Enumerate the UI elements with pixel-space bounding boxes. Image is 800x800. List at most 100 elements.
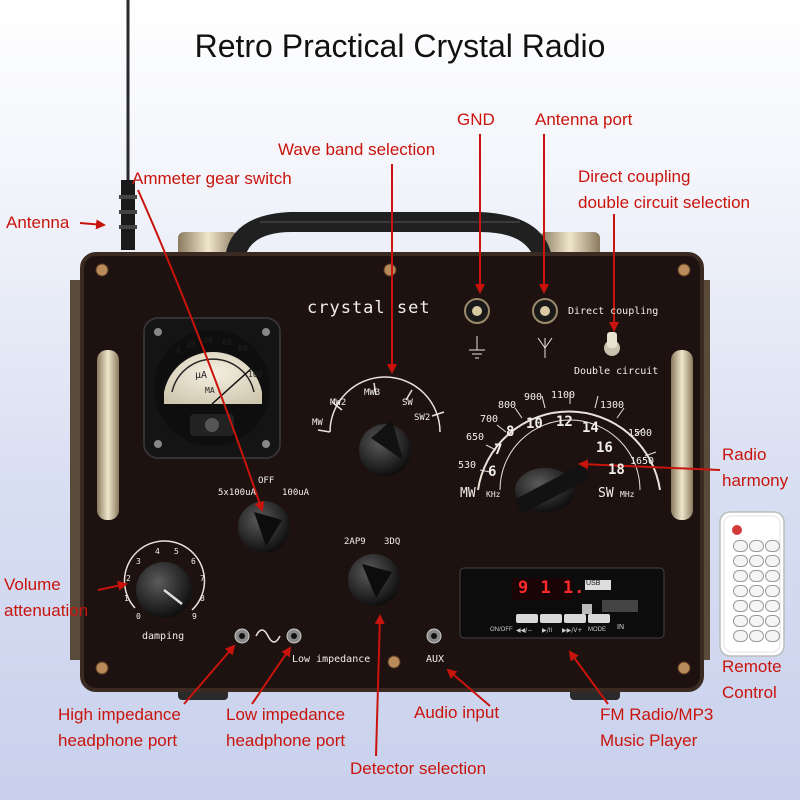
meter-mark: ΜA [205, 386, 215, 395]
band-mw3: MW3 [364, 388, 381, 398]
meter-scale-3: 60 [222, 338, 232, 347]
callout-radio-harmony-2: harmony [722, 471, 789, 490]
callout-volume-2: attenuation [4, 601, 89, 620]
mp3-usb-label: USB [586, 580, 601, 587]
band-mw2: MW2 [330, 398, 347, 408]
ammeter [143, 317, 281, 459]
remote-button[interactable] [733, 630, 748, 642]
remote-button[interactable] [733, 600, 748, 612]
panel-screws [95, 263, 691, 675]
tuning-dial [477, 392, 661, 514]
dial-sw-unit: SW [598, 486, 614, 501]
callout-high-impedance-2: headphone port [58, 731, 178, 750]
dial-mw-800: 800 [498, 400, 517, 411]
dial-khz-unit: KHz [486, 490, 501, 499]
meter-scale-1: 20 [186, 340, 196, 349]
remote-button[interactable] [765, 555, 780, 567]
mp3-button-prev[interactable] [516, 614, 538, 623]
callout-wave-band-selection: Wave band selection [278, 140, 436, 159]
damping-7: 7 [200, 574, 205, 583]
coupling-toggle [604, 332, 620, 356]
callout-fm-radio-1: FM Radio/MP3 [600, 705, 714, 724]
ammeter-gear-knob [238, 501, 290, 553]
dial-mw-1300: 1300 [600, 400, 625, 411]
mp3-label-mode: MODE [588, 627, 606, 633]
callout-ammeter-gear-switch: Ammeter gear switch [132, 169, 292, 188]
callout-remote-1: Remote [722, 657, 782, 676]
dial-sw-12: 12 [556, 414, 573, 430]
remote-button[interactable] [733, 615, 748, 627]
remote-button[interactable] [749, 555, 764, 567]
remote-button[interactable] [749, 615, 764, 627]
dial-mw-530: 530 [458, 460, 477, 471]
wave-band-switch [317, 376, 445, 476]
remote-button[interactable] [765, 615, 780, 627]
remote-button[interactable] [749, 630, 764, 642]
callout-low-impedance-2: headphone port [226, 731, 346, 750]
damping-1: 1 [124, 594, 129, 603]
damping-5: 5 [174, 547, 179, 556]
callout-gnd: GND [457, 110, 495, 129]
dial-mw-900: 900 [524, 392, 543, 403]
remote-button[interactable] [733, 570, 748, 582]
mp3-button-play[interactable] [540, 614, 562, 623]
dial-mw-1500: 1500 [628, 428, 653, 439]
remote-button[interactable] [765, 600, 780, 612]
dial-sw-6: 6 [488, 464, 497, 480]
meter-unit: μA [195, 370, 208, 381]
aux-label: AUX [426, 654, 445, 665]
mp3-label-play: ▶/II [542, 627, 553, 634]
remote-button[interactable] [765, 630, 780, 642]
damping-4: 4 [155, 547, 160, 556]
dial-sw-10: 10 [526, 416, 543, 432]
brand-label: crystal set [307, 298, 431, 318]
mp3-module [459, 567, 665, 639]
dial-mw-1650: 1650 [630, 456, 655, 467]
callout-audio-input: Audio input [414, 703, 500, 722]
callout-volume-1: Volume [4, 575, 61, 594]
ammeter-off: OFF [258, 476, 275, 486]
damping-0: 0 [136, 612, 141, 621]
remote-button[interactable] [765, 585, 780, 597]
damping-6: 6 [191, 557, 196, 566]
damping-2: 2 [126, 574, 131, 583]
direct-coupling-label: Direct coupling [568, 306, 659, 317]
meter-scale-2: 40 [203, 336, 213, 345]
dial-mw-700: 700 [480, 414, 499, 425]
callout-high-impedance-1: High impedance [58, 705, 181, 724]
remote-button[interactable] [749, 600, 764, 612]
meter-scale-4: 80 [238, 344, 248, 353]
callout-detector-selection: Detector selection [350, 759, 487, 778]
mp3-in-label: IN [617, 624, 624, 631]
page-title: Retro Practical Crystal Radio [194, 28, 606, 64]
damping-9: 9 [192, 612, 197, 621]
callout-low-impedance-1: Low impedance [226, 705, 346, 724]
remote-button[interactable] [733, 555, 748, 567]
callout-antenna: Antenna [6, 213, 70, 232]
remote-button[interactable] [765, 570, 780, 582]
meter-scale-0: 0 [176, 346, 181, 355]
ammeter-low: 5x100uA [218, 488, 256, 498]
binding-posts [464, 298, 558, 359]
dial-sw-16: 16 [596, 440, 613, 456]
mp3-button-mode[interactable] [588, 614, 610, 623]
mp3-label-next: ▶▶/V+ [562, 627, 583, 634]
remote-button[interactable] [749, 570, 764, 582]
mp3-label-onoff: ON/OFF [490, 627, 513, 633]
dial-mw-1100: 1100 [551, 390, 576, 401]
remote-button[interactable] [749, 540, 764, 552]
dial-mw-unit: MW [460, 486, 476, 501]
callout-remote-2: Control [722, 683, 777, 702]
detector-knob [348, 554, 400, 606]
remote-button[interactable] [733, 585, 748, 597]
remote-button[interactable] [733, 540, 748, 552]
remote-button[interactable] [765, 540, 780, 552]
mp3-label-prev: ◀◀/− [516, 627, 533, 634]
dial-sw-18: 18 [608, 462, 625, 478]
remote-button[interactable] [749, 585, 764, 597]
mp3-button-next[interactable] [564, 614, 586, 623]
double-circuit-label: Double circuit [574, 366, 659, 377]
callout-direct-coupling-2: double circuit selection [578, 193, 750, 212]
